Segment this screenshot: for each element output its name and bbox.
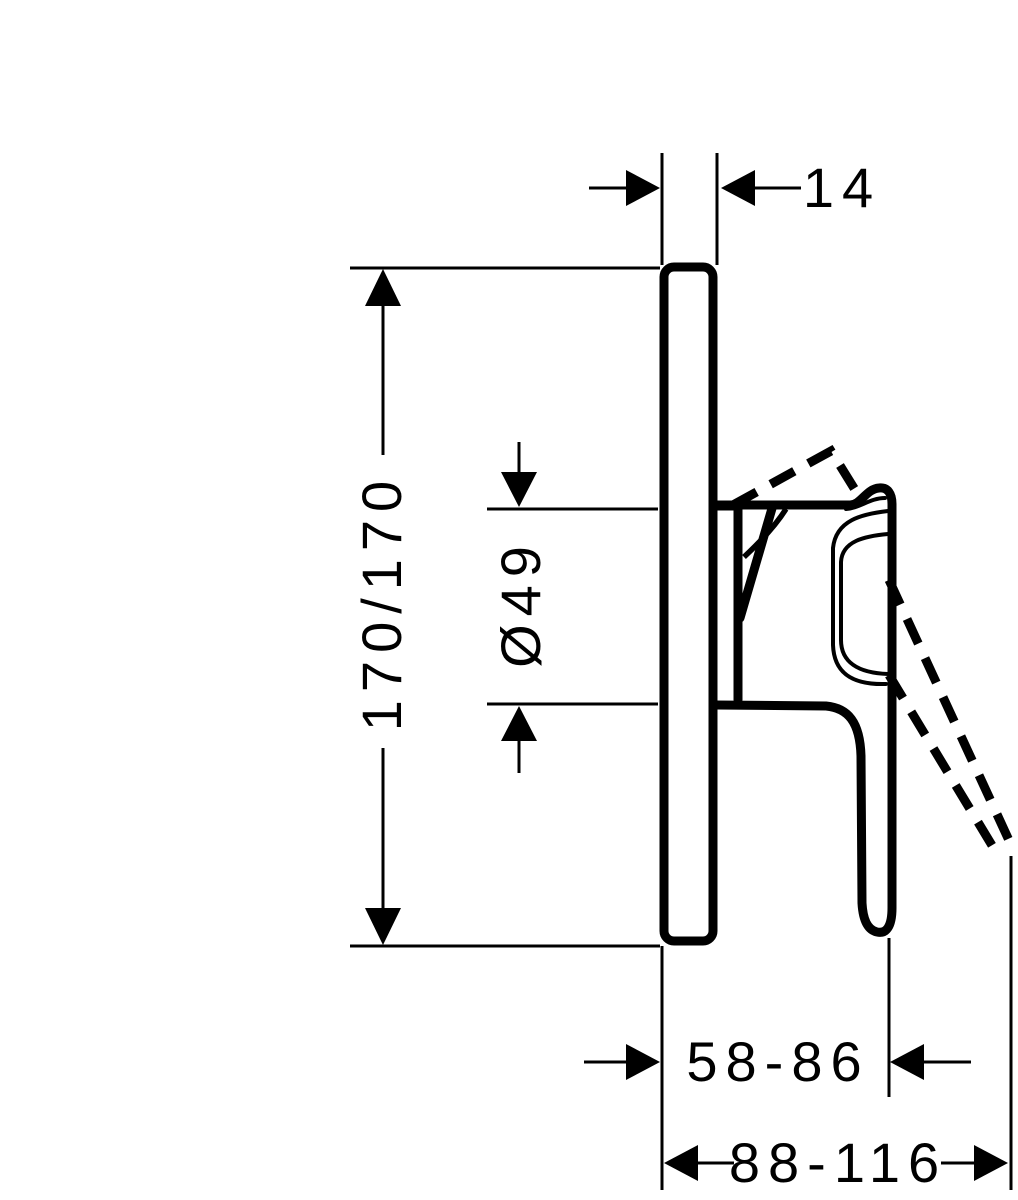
valve-handle-assembly: [711, 483, 897, 937]
handle-body-outline: [711, 483, 897, 937]
dim-plate-size: 170/170: [350, 266, 660, 948]
dim-handle-diameter: Ø49: [487, 442, 735, 773]
dashed-lever-front-lower: [885, 672, 1000, 855]
hump-inner-line: [844, 496, 887, 511]
dashed-lever-front-upper: [884, 578, 1018, 851]
arrowhead-right: [626, 170, 660, 206]
handle-pivot-arc: [742, 507, 789, 560]
dim-projection-max: 88-116: [664, 1131, 1008, 1194]
arrowhead-down: [365, 908, 401, 945]
arrowhead-left: [890, 1044, 924, 1080]
arrowhead-left: [721, 170, 755, 206]
arrowhead-right: [626, 1044, 660, 1080]
dim-label-projection-min: 58-86: [686, 1030, 869, 1093]
escutcheon-plate: [659, 262, 718, 946]
lower-extension-lines: [660, 856, 1013, 1190]
escutcheon-plate-outline: [659, 262, 718, 946]
handle-pivot-diagonal: [735, 500, 778, 623]
arrowhead-left: [664, 1145, 698, 1181]
grip-recess-inner: [839, 532, 890, 676]
dim-label-plate-size: 170/170: [350, 473, 413, 731]
dim-label-handle-diameter: Ø49: [489, 538, 552, 668]
arrowhead-up: [501, 706, 537, 741]
dashed-lever-rear: [730, 444, 866, 509]
grip-recess-outer: [831, 509, 890, 687]
arrowhead-down: [501, 472, 537, 507]
handle-open-position-dashed: [730, 444, 1018, 855]
dim-label-projection-max: 88-116: [729, 1131, 947, 1194]
arrowhead-up: [365, 269, 401, 306]
arrowhead-right: [974, 1145, 1008, 1181]
dim-projection-min: 58-86: [584, 1030, 971, 1093]
dim-label-plate-thickness: 14: [803, 156, 881, 219]
dim-plate-thickness: 14: [589, 153, 881, 265]
